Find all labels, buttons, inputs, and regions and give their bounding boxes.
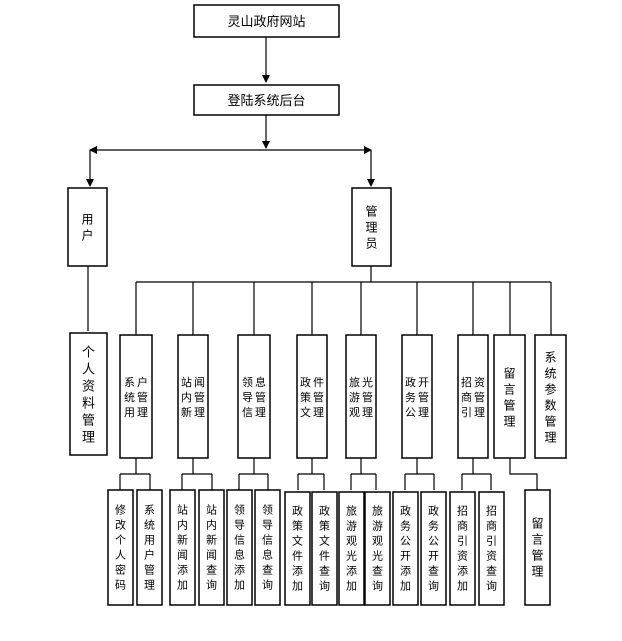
node-msg: 留言管理 — [493, 334, 526, 459]
node-leader-add: 领导信息添加 — [226, 489, 253, 606]
node-msg-label: 留言管理 — [503, 367, 515, 429]
branch-news — [181, 458, 213, 490]
node-gov-add-label: 政务公开添加 — [400, 504, 411, 593]
node-news-query: 站内新闻查询 — [198, 489, 225, 606]
node-invest-label: 招商引资管理 — [461, 375, 485, 419]
node-invest-add-label: 招商引资添加 — [457, 504, 468, 593]
node-param-label: 系统参数管理 — [544, 351, 556, 445]
node-policy-add: 政策文件添加 — [284, 491, 311, 606]
node-tour-query-label: 旅游观光查询 — [372, 504, 383, 593]
node-gov-query: 政务公开查询 — [420, 491, 447, 606]
node-leader-query: 领导信息查询 — [254, 489, 281, 606]
node-invest-add: 招商引资添加 — [449, 491, 476, 606]
node-msg-mgr: 留言管理 — [524, 489, 551, 606]
node-tour-add: 旅游观光添加 — [338, 491, 365, 606]
node-news-add: 站内新闻添加 — [169, 489, 196, 606]
node-sysuser2-label: 系统用户管理 — [144, 504, 155, 592]
node-msg-mgr-label: 留言管理 — [531, 517, 543, 579]
node-gov-query-label: 政务公开查询 — [428, 504, 439, 593]
node-leader-label: 领导信息管理 — [242, 375, 266, 419]
connector-lines — [86, 37, 552, 490]
node-login-label: 登陆系统后台 — [227, 93, 305, 109]
node-policy-query-label: 政策文件查询 — [319, 504, 330, 593]
node-admin: 管理员 — [351, 187, 392, 267]
node-invest: 招商引资管理 — [457, 334, 489, 459]
node-tour: 旅游观光管理 — [345, 334, 377, 459]
branch-msg — [509, 458, 538, 490]
node-leader: 领导信息管理 — [237, 334, 271, 459]
node-user: 用户 — [67, 187, 108, 267]
branch-invest — [461, 458, 492, 490]
node-tour-label: 旅游观光管理 — [349, 375, 373, 419]
branch-policy — [297, 458, 325, 490]
node-user-label: 用户 — [81, 213, 93, 243]
node-sysuser2: 系统用户管理 — [136, 489, 163, 606]
node-profile-label: 个人资料管理 — [82, 345, 95, 445]
node-policy-add-label: 政策文件添加 — [292, 504, 303, 593]
node-gov: 政务公开管理 — [401, 334, 433, 459]
node-tour-query: 旅游观光查询 — [364, 491, 391, 606]
node-sysuser-label: 系统用户管理 — [124, 375, 148, 419]
node-news-add-label: 站内新闻添加 — [177, 503, 188, 592]
node-leader-add-label: 领导信息添加 — [234, 504, 245, 592]
node-site: 灵山政府网站 — [193, 4, 340, 38]
node-pwd-label: 修改个人密码 — [115, 503, 126, 592]
node-news-query-label: 站内新闻查询 — [206, 503, 217, 592]
node-invest-query: 招商引资查询 — [478, 491, 505, 606]
branch-sysuser — [119, 458, 151, 490]
branch-leader — [238, 458, 269, 490]
branch-tour — [350, 458, 377, 490]
node-admin-label: 管理员 — [365, 204, 377, 251]
node-pwd: 修改个人密码 — [107, 489, 134, 606]
node-policy: 政策文件管理 — [296, 334, 328, 459]
node-policy-query: 政策文件查询 — [311, 491, 338, 606]
node-param: 系统参数管理 — [534, 334, 567, 459]
node-profile: 个人资料管理 — [69, 332, 108, 456]
node-invest-query-label: 招商引资查询 — [486, 504, 497, 593]
node-sysuser: 系统用户管理 — [119, 334, 153, 459]
node-news-label: 站内新闻管理 — [181, 375, 205, 419]
node-site-label: 灵山政府网站 — [227, 15, 305, 30]
node-login: 登陆系统后台 — [193, 84, 340, 116]
node-tour-add-label: 旅游观光添加 — [346, 504, 357, 593]
node-gov-label: 政务公开管理 — [405, 375, 429, 419]
node-news: 站内新闻管理 — [177, 334, 209, 459]
node-leader-query-label: 领导信息查询 — [262, 504, 273, 592]
node-gov-add: 政务公开添加 — [392, 491, 419, 606]
branch-gov — [404, 458, 435, 490]
node-policy-label: 政策文件管理 — [300, 375, 324, 419]
